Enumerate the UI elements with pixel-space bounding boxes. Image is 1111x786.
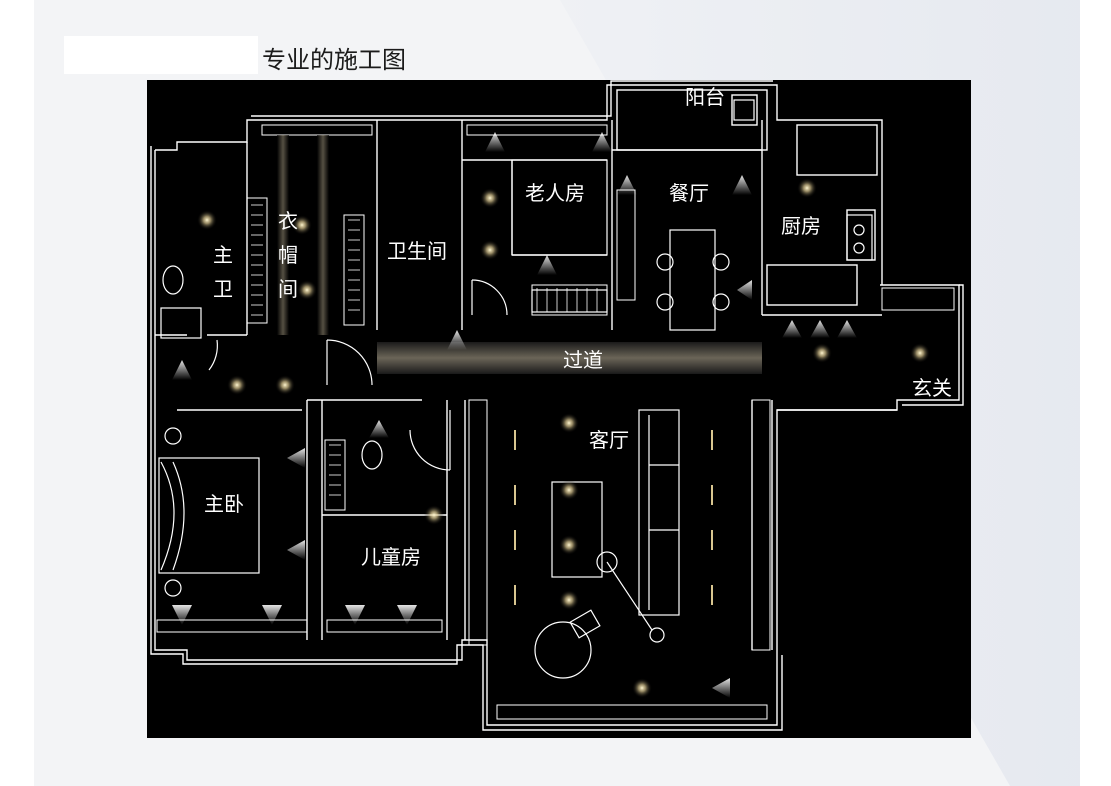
- floor-plan-drawing: [150, 80, 964, 731]
- sink-icon: [733, 99, 755, 121]
- room-label-bathroom: 卫生间: [387, 239, 447, 263]
- dining-table: [669, 229, 716, 331]
- toilet-icon: [361, 440, 383, 470]
- room-label-corridor: 过道: [563, 348, 603, 372]
- room-label-living: 客厅: [589, 428, 629, 452]
- linear-wall-lights: [514, 430, 713, 605]
- floor-lamp-icon: [596, 551, 618, 573]
- floor-plan: 阳台 老人房 餐厅 厨房 衣帽间 主卫 卫生间 过道 玄关 客厅 主卧 儿童房: [147, 80, 971, 738]
- furniture: [158, 99, 873, 679]
- closet-light-strip: [317, 135, 329, 335]
- room-label-kids-room: 儿童房: [361, 545, 421, 569]
- wall-wash-lights: [172, 132, 857, 698]
- corridor-light-strip: [377, 342, 762, 374]
- sink-icon: [160, 307, 202, 339]
- bedside-lamp-icon: [164, 427, 182, 445]
- built-in-closets: [246, 197, 608, 511]
- master-bed: [158, 457, 260, 574]
- room-label-foyer: 玄关: [912, 376, 952, 400]
- room-label-kitchen: 厨房: [781, 214, 821, 238]
- toilet-icon: [162, 265, 184, 295]
- stove-icon: [846, 214, 873, 261]
- sofa: [638, 409, 680, 616]
- room-label-dining: 餐厅: [669, 181, 709, 205]
- slide-title: 专业的施工图: [262, 46, 406, 74]
- redacted-logo-area: [64, 36, 258, 74]
- window-frames: [156, 124, 955, 720]
- room-label-elder-room: 老人房: [525, 181, 585, 205]
- elder-room-bed: [511, 159, 608, 256]
- downlights: [197, 178, 930, 698]
- doors: [208, 279, 508, 471]
- bedside-lamp-icon: [164, 579, 182, 597]
- room-label-master-bath: 主卫: [213, 243, 233, 301]
- closet-light-strip: [277, 135, 289, 335]
- walls: [150, 80, 964, 731]
- coffee-table: [551, 481, 603, 578]
- room-label-balcony: 阳台: [685, 85, 725, 109]
- room-label-closet: 衣帽间: [278, 209, 298, 301]
- room-label-master-bedroom: 主卧: [204, 492, 244, 516]
- lounge-chair: [534, 621, 592, 679]
